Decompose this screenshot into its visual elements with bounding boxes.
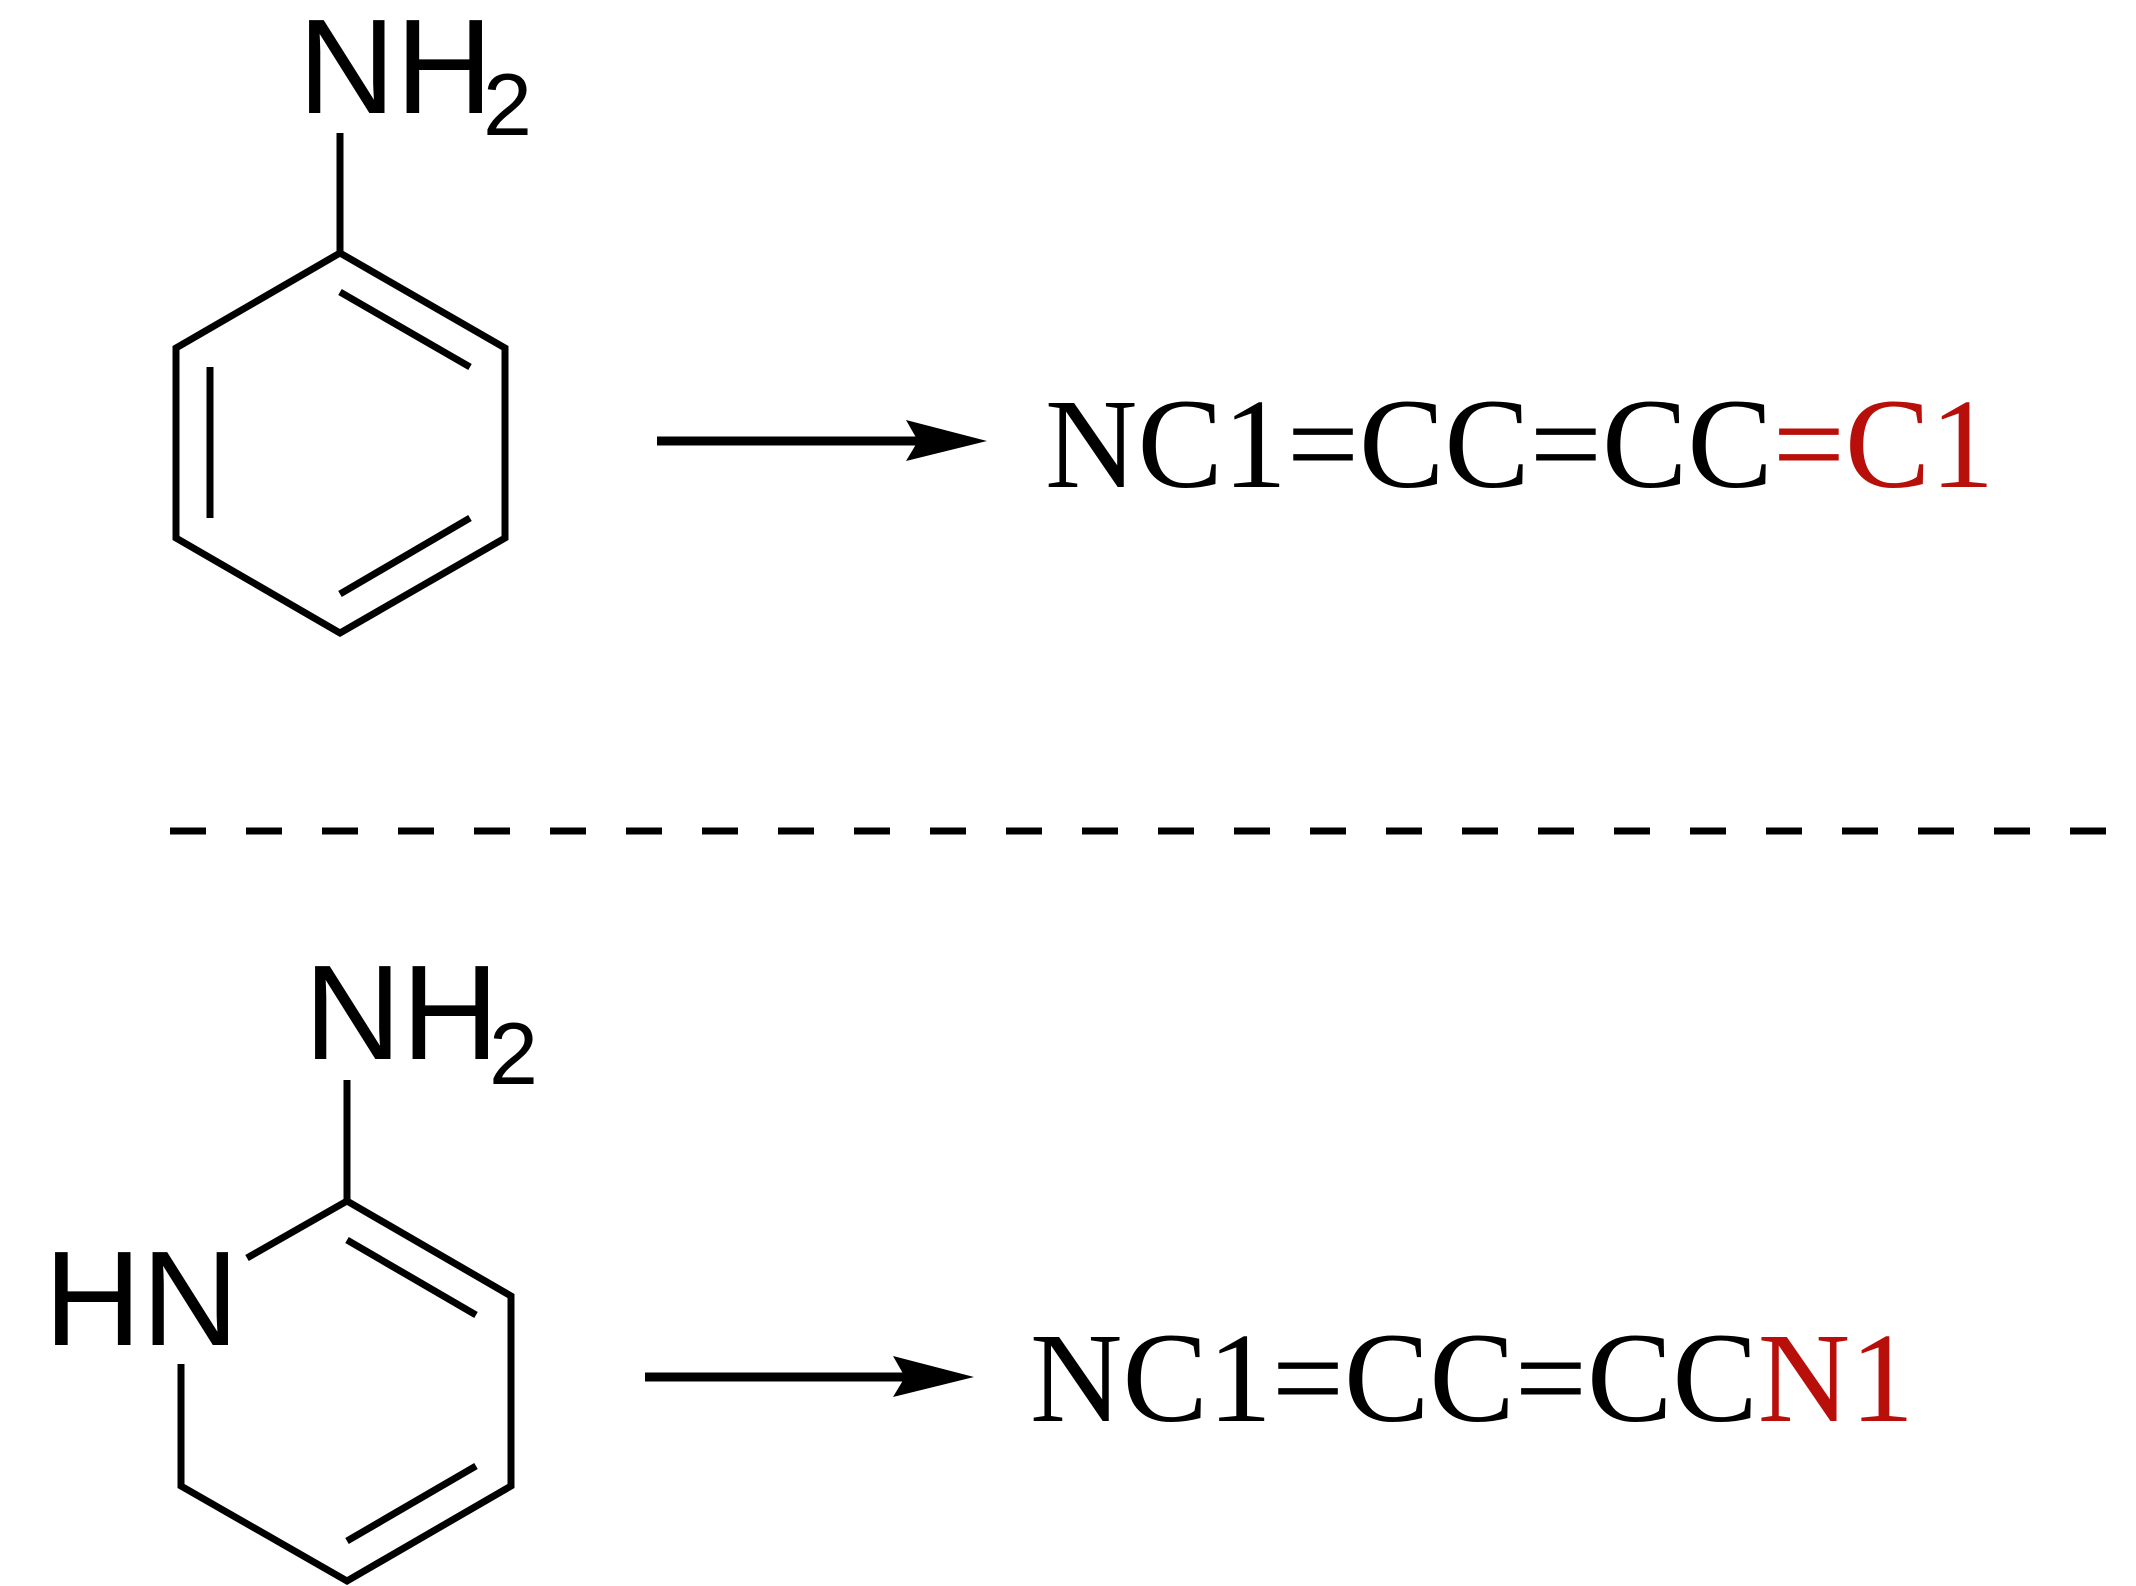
arrow-head [906,420,987,461]
smiles-segment: NC1 [1030,1307,1272,1449]
amine-label: NH [304,937,499,1088]
pyridine-ring [177,1196,515,1586]
aminopyridine-structure: NH 2 HN [44,937,538,1586]
amine-subscript: 2 [489,1004,538,1103]
reaction-arrow [645,1356,974,1397]
benzene-ring [172,248,509,638]
smiles-segment: = [1515,1307,1587,1449]
smiles-segment: = [1773,373,1845,515]
smiles-segment: = [1287,373,1359,515]
smiles-segment: = [1530,373,1602,515]
double-bond-inner [338,514,472,598]
smiles-segment: N1 [1758,1307,1914,1449]
amine-subscript: 2 [483,55,532,154]
ring-nh-label: HN [44,1223,239,1374]
smiles-segment: NC1 [1045,373,1287,515]
aniline-structure: NH 2 [172,0,532,638]
amine-label: NH [298,0,493,142]
double-bond-inner [345,1236,478,1319]
smiles-segment: CC [1587,1307,1758,1449]
smiles-segment: CC [1602,373,1773,515]
smiles-segment: = [1272,1307,1344,1449]
smiles-string: NC1=CC=CC=C1 [1045,373,1994,515]
reaction-arrow [657,420,987,461]
smiles-segment: CC [1359,373,1530,515]
smiles-string: NC1=CC=CCN1 [1030,1307,1914,1449]
double-bond-inner [345,1462,478,1545]
double-bond-inner [338,288,472,371]
arrow-head [893,1356,974,1397]
smiles-segment: C1 [1845,373,1994,515]
smiles-segment: CC [1344,1307,1515,1449]
